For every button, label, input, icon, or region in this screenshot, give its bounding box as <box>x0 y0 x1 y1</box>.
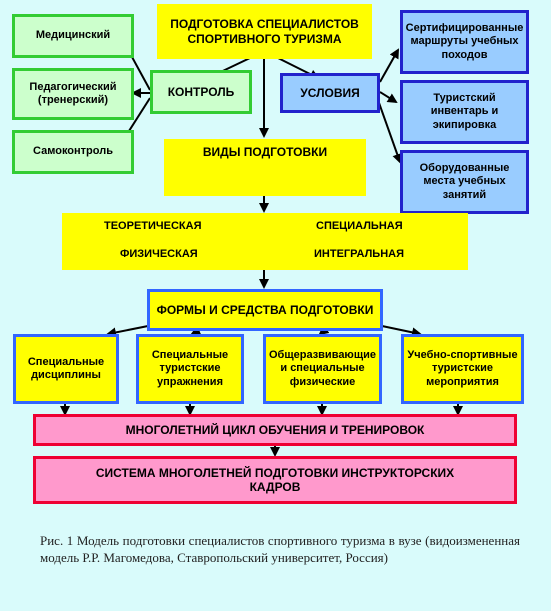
means-box-exercises: Специальные туристские упражнения <box>136 334 244 404</box>
right-label-places: Оборудованные места учебных занятий <box>419 162 510 201</box>
kinds-box: ТЕОРЕТИЧЕСКАЯ СПЕЦИАЛЬНАЯ ФИЗИЧЕСКАЯ ИНТ… <box>62 213 468 270</box>
arrow-conditions-to-places <box>377 99 403 164</box>
right-label-equipment: Туристский инвентарь и экипировка <box>430 92 499 131</box>
conditions-box: УСЛОВИЯ <box>280 73 380 113</box>
conditions-label: УСЛОВИЯ <box>300 85 360 100</box>
means-box-disciplines: Специальные дисциплины <box>13 334 119 404</box>
right-box-routes: Сертифицированные маршруты учебных поход… <box>400 10 529 74</box>
means-box-events: Учебно-спортивные туристские мероприятия <box>401 334 524 404</box>
control-box: КОНТРОЛЬ <box>150 70 252 114</box>
right-box-places: Оборудованные места учебных занятий <box>400 150 529 214</box>
top-label: ПОДГОТОВКА СПЕЦИАЛИСТОВ СПОРТИВНОГО ТУРИ… <box>170 17 359 46</box>
types-label: ВИДЫ ПОДГОТОВКИ <box>202 145 328 159</box>
control-label: КОНТРОЛЬ <box>167 84 235 99</box>
cycle-label: МНОГОЛЕТНИЙ ЦИКЛ ОБУЧЕНИЯ И ТРЕНИРОВОК <box>125 422 425 437</box>
kind-theoretical: ТЕОРЕТИЧЕСКАЯ <box>104 220 202 232</box>
left-box-pedagogical: Педагогический (тренерский) <box>12 68 134 120</box>
left-box-self-control: Самоконтроль <box>12 130 134 174</box>
means-label-disciplines: Специальные дисциплины <box>27 355 105 381</box>
system-label: СИСТЕМА МНОГОЛЕТНЕЙ ПОДГОТОВКИ ИНСТРУКТО… <box>95 465 455 494</box>
forms-label: ФОРМЫ И СРЕДСТВА ПОДГОТОВКИ <box>156 302 374 317</box>
means-label-events: Учебно-спортивные туристские мероприятия <box>407 349 518 388</box>
kind-special: СПЕЦИАЛЬНАЯ <box>316 220 403 232</box>
right-box-equipment: Туристский инвентарь и экипировка <box>400 80 529 144</box>
figure-caption: Рис. 1 Модель подготовки специалистов сп… <box>40 533 520 565</box>
left-label-medical: Медицинский <box>35 29 111 42</box>
types-box: ВИДЫ ПОДГОТОВКИ <box>164 139 366 196</box>
means-box-physical: Общеразвивающие и специальные физические <box>263 334 382 404</box>
left-box-medical: Медицинский <box>12 14 134 58</box>
forms-box: ФОРМЫ И СРЕДСТВА ПОДГОТОВКИ <box>147 289 383 331</box>
left-label-pedagogical: Педагогический (тренерский) <box>29 80 117 106</box>
arrow-conditions-to-routes <box>379 48 399 83</box>
kind-physical: ФИЗИЧЕСКАЯ <box>120 248 198 260</box>
arrow-forms-to-means-4 <box>381 325 422 338</box>
means-label-physical: Общеразвивающие и специальные физические <box>268 349 376 388</box>
system-box: СИСТЕМА МНОГОЛЕТНЕЙ ПОДГОТОВКИ ИНСТРУКТО… <box>33 456 517 504</box>
left-label-self-control: Самоконтроль <box>33 145 113 158</box>
arrow-conditions-to-equipment <box>379 91 398 104</box>
kind-integral: ИНТЕГРАЛЬНАЯ <box>314 248 405 260</box>
right-label-routes: Сертифицированные маршруты учебных поход… <box>405 22 524 61</box>
top-box: ПОДГОТОВКА СПЕЦИАЛИСТОВ СПОРТИВНОГО ТУРИ… <box>157 4 372 59</box>
means-label-exercises: Специальные туристские упражнения <box>151 349 229 388</box>
arrow-forms-to-means-1 <box>106 325 149 338</box>
cycle-box: МНОГОЛЕТНИЙ ЦИКЛ ОБУЧЕНИЯ И ТРЕНИРОВОК <box>33 414 517 446</box>
